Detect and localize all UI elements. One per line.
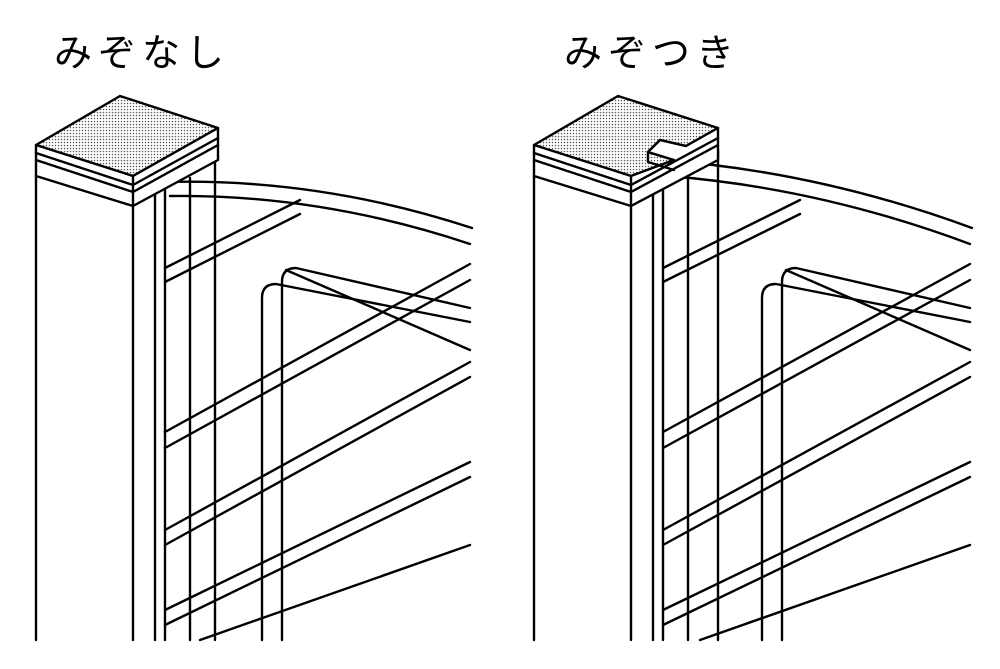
main-post [34,174,157,642]
vertical-posts [661,148,720,642]
panel-label-no-groove: みぞなし [54,31,231,75]
panel-label-grooved: みぞつき [564,31,741,75]
post-cap-with-groove [532,94,720,208]
groove-notch [646,138,688,172]
top-arc-rail [163,180,474,246]
post-rail-drawing-grooved [532,94,974,642]
post-rail-drawing-no-groove [34,94,474,642]
vertical-posts [163,158,217,642]
panel-with-groove: みぞつき [500,0,1000,669]
horizontal-rails [163,198,472,642]
panel-without-groove: みぞなし [34,31,474,642]
post-cap [34,94,220,208]
top-arc-rail [661,158,974,246]
main-post [532,174,655,642]
inner-frame [760,266,972,642]
horizontal-rails [661,198,972,642]
inner-frame [260,266,472,642]
